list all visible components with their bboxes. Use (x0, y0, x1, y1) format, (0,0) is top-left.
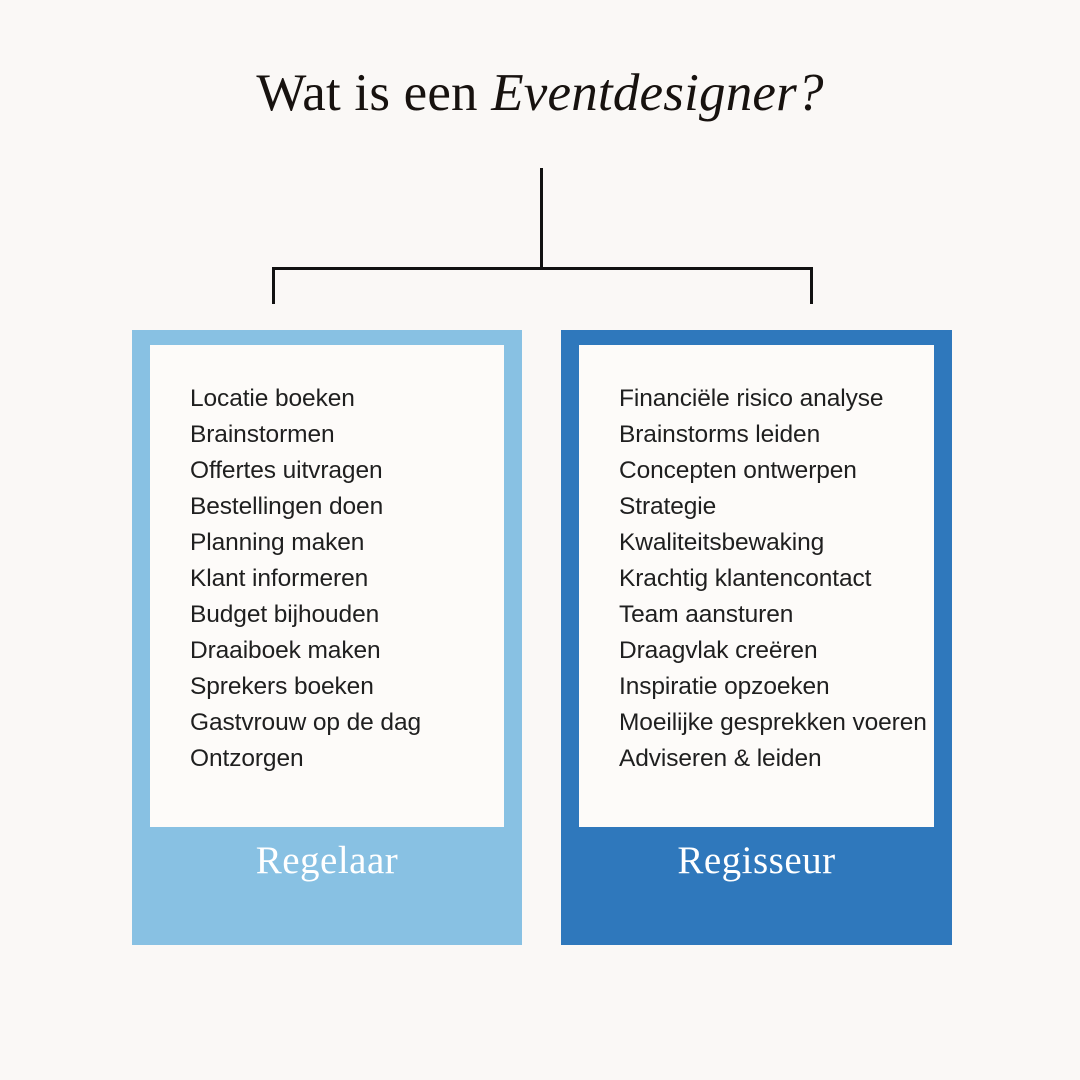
connector-stem (540, 168, 543, 269)
list-item: Concepten ontwerpen (619, 457, 857, 484)
list-item: Offertes uitvragen (190, 457, 383, 484)
list-item: Krachtig klantencontact (619, 565, 872, 592)
card-regelaar-label: Regelaar (255, 839, 399, 882)
list-item: Brainstormen (190, 421, 335, 448)
connector-drop-right (810, 267, 813, 304)
list-item: Kwaliteitsbewaking (619, 529, 825, 556)
list-item: Planning maken (190, 529, 365, 556)
card-regelaar: Locatie boeken Brainstormen Offertes uit… (132, 330, 522, 945)
list-item: Ontzorgen (190, 745, 304, 772)
list-item: Draagvlak creëren (619, 637, 818, 664)
list-item: Inspiratie opzoeken (619, 673, 830, 700)
page-title-container: Wat is een Eventdesigner? (0, 64, 1080, 123)
connector-drop-left (272, 267, 275, 304)
list-item: Moeilijke gesprekken voeren (619, 709, 927, 736)
list-item: Strategie (619, 493, 717, 520)
list-item: Bestellingen doen (190, 493, 384, 520)
connector-lines (0, 160, 1080, 335)
list-item: Locatie boeken (190, 385, 355, 412)
card-regisseur-panel: Financiële risico analyse Brainstorms le… (579, 345, 934, 827)
card-regisseur-task-list: Financiële risico analyse Brainstorms le… (579, 345, 934, 777)
list-item: Gastvrouw op de dag (190, 709, 421, 736)
card-regelaar-panel: Locatie boeken Brainstormen Offertes uit… (150, 345, 504, 827)
page-title-plain: Wat is een (256, 64, 492, 122)
list-item: Draaiboek maken (190, 637, 381, 664)
page-title: Wat is een Eventdesigner? (0, 64, 1080, 123)
list-item: Financiële risico analyse (619, 385, 884, 412)
list-item: Sprekers boeken (190, 673, 374, 700)
list-item: Brainstorms leiden (619, 421, 821, 448)
card-regisseur-label: Regisseur (677, 839, 836, 882)
connector-horizontal-bar (272, 267, 813, 270)
card-regisseur: Financiële risico analyse Brainstorms le… (561, 330, 952, 945)
list-item: Klant informeren (190, 565, 369, 592)
list-item: Team aansturen (619, 601, 794, 628)
list-item: Budget bijhouden (190, 601, 380, 628)
list-item: Adviseren & leiden (619, 745, 822, 772)
card-regelaar-task-list: Locatie boeken Brainstormen Offertes uit… (150, 345, 504, 777)
page-title-emphasis: Eventdesigner? (491, 64, 824, 122)
